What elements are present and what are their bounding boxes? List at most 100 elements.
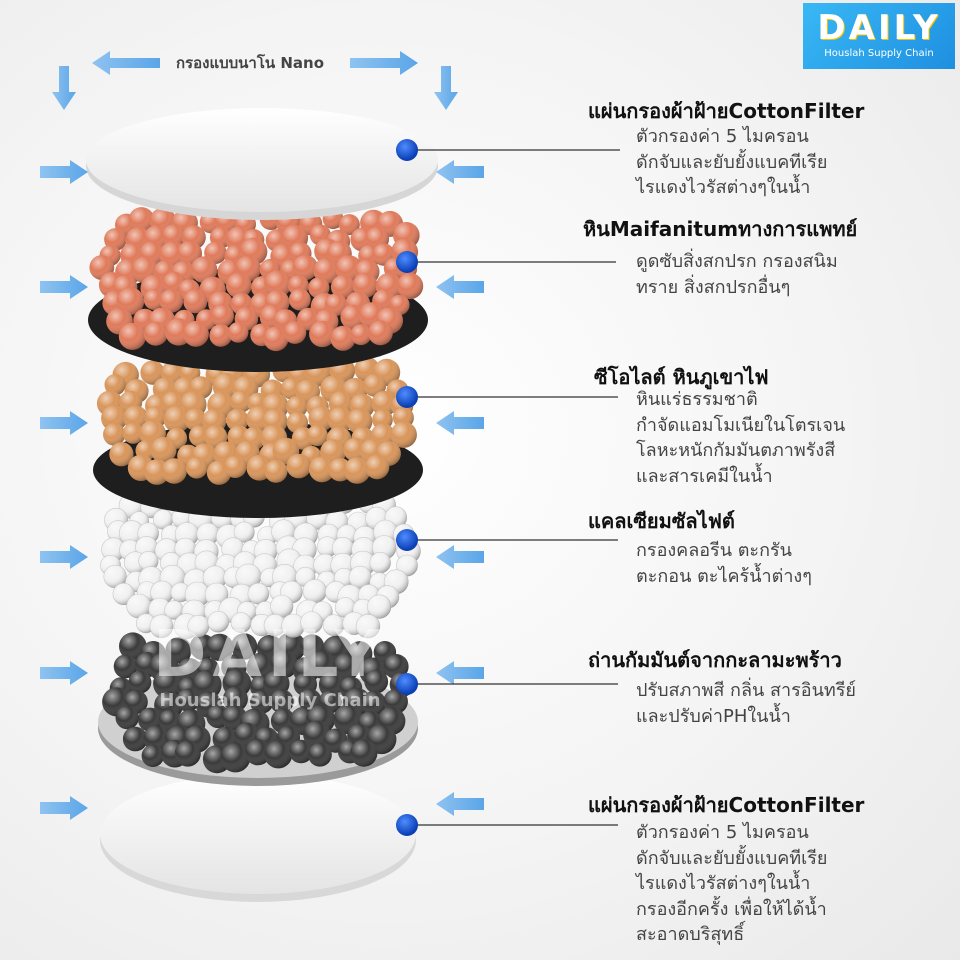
logo-subtitle: Houslah Supply Chain xyxy=(824,48,934,59)
filter-bead-shade xyxy=(128,207,155,233)
filter-bead-shade xyxy=(250,690,274,714)
filter-bead-shade xyxy=(122,422,144,444)
layer-title-cotton-top: แผ่นกรองผ้าฝ้ายCottonFilter xyxy=(588,99,865,123)
filter-bead-shade xyxy=(161,458,187,484)
layer-title-maifanitum: หินMaifanitumทางการแพทย์ xyxy=(583,217,858,241)
filter-bead-shade xyxy=(327,406,354,433)
filter-bead-shade xyxy=(306,424,328,446)
filter-bead-shade xyxy=(143,288,165,310)
filter-bead-shade xyxy=(369,552,391,574)
arrow-down-icon xyxy=(434,66,458,110)
filter-bead-shade xyxy=(308,405,334,432)
filter-bead-shade xyxy=(220,742,251,773)
filter-bead-shade xyxy=(118,322,146,350)
filter-bead-shade xyxy=(163,405,191,433)
filter-bead-shade xyxy=(371,390,397,417)
filter-bead-shade xyxy=(143,725,170,752)
filter-bead-shade xyxy=(323,614,345,636)
filter-bead-shade xyxy=(103,565,127,588)
filter-bead-shade xyxy=(343,457,371,484)
filter-bead-shade xyxy=(140,360,165,385)
filter-bead-shade xyxy=(364,454,390,480)
filter-bead-shade xyxy=(283,321,307,344)
arrow-right-icon xyxy=(350,51,418,75)
filter-bead-shade xyxy=(286,395,308,418)
filter-bead-shade xyxy=(159,289,184,313)
filter-bead-shade xyxy=(211,304,234,328)
callout-dot xyxy=(396,814,418,836)
filter-bead-shade xyxy=(292,254,318,281)
layer-desc-zeolite: หินแร่ธรรมชาติ กำจัดแอมโมเนียในโตรเจน โล… xyxy=(636,389,846,487)
filter-bead-shade xyxy=(226,408,249,432)
layer-zeolite xyxy=(93,356,423,518)
filter-bead-shade xyxy=(119,632,147,660)
filter-bead-shade xyxy=(263,326,289,352)
filter-bead-shade xyxy=(158,709,181,732)
layer-maifanitum xyxy=(88,207,428,372)
filter-bead-shade xyxy=(224,455,247,478)
filter-bead-shade xyxy=(150,436,177,463)
callout-dot xyxy=(396,529,418,551)
layer-desc-calcium-sulfite: กรองคลอรีน ตะกรัน ตะกอน ตะไคร้น้ำต่างๆ xyxy=(636,540,812,587)
layer-desc-cotton-bottom: ตัวกรองค่า 5 ไมครอน ดักจับและยับยั้งแบคท… xyxy=(636,822,828,945)
side-flow-arrows xyxy=(40,160,484,820)
arrow-left-icon xyxy=(92,51,160,75)
filter-bead-shade xyxy=(348,566,372,589)
filter-bead-shade xyxy=(289,739,313,764)
filter-bead-shade xyxy=(264,270,292,298)
arrow-left-icon xyxy=(436,411,484,435)
filter-bead-shade xyxy=(196,523,219,545)
filter-bead-shade xyxy=(153,668,183,699)
layer-title-zeolite: ซีโอไลต์ หินภูเขาไฟ xyxy=(594,365,769,389)
filter-bead-shade xyxy=(270,595,294,618)
layer-title-calcium-sulfite: แคลเซียมซัลไฟต์ xyxy=(588,509,735,533)
filter-bead-shade xyxy=(183,289,208,314)
filter-bead-shade xyxy=(150,580,174,604)
filter-bead-shade xyxy=(230,390,253,413)
filter-bead-shade xyxy=(340,304,366,330)
filter-bead-shade xyxy=(318,671,346,698)
filter-bead-shade xyxy=(138,551,159,571)
filter-bead-shade xyxy=(161,224,186,249)
filter-bead-shade xyxy=(264,459,288,483)
filter-bead-shade xyxy=(149,614,174,638)
filter-bead-shade xyxy=(308,650,337,679)
arrow-right-icon xyxy=(40,545,88,569)
filter-bead-shade xyxy=(141,744,164,767)
filter-bead-shade xyxy=(303,579,327,603)
filter-bead-shade xyxy=(226,272,252,299)
filter-bead-shade xyxy=(128,670,152,694)
arrow-left-icon xyxy=(436,792,484,816)
filter-bead-shade xyxy=(227,322,249,343)
filter-bead-shade xyxy=(317,536,338,557)
filter-bead-shade xyxy=(143,321,168,346)
filter-bead-shade xyxy=(281,614,305,638)
filter-bead-shade xyxy=(308,456,335,483)
filter-bead-shade xyxy=(313,553,336,577)
filter-bead-shade xyxy=(206,633,234,662)
filter-bead-shade xyxy=(188,425,211,447)
layer-carbon xyxy=(98,632,418,786)
callouts xyxy=(396,139,620,836)
filter-bead-shade xyxy=(288,288,311,311)
callout-dot xyxy=(396,673,418,695)
filter-bead-shade xyxy=(185,457,208,479)
arrow-right-icon xyxy=(40,160,88,184)
logo-text: DAILY xyxy=(817,8,941,48)
filter-bead-shade xyxy=(363,373,387,397)
filter-bead-shade xyxy=(207,611,229,633)
filter-bead-shade xyxy=(269,689,294,714)
filter-bead-shade xyxy=(116,287,145,315)
layer-title-carbon: ถ่านกัมมันต์จากกะลามะพร้าว xyxy=(588,648,842,672)
filter-bead-shade xyxy=(148,598,171,620)
filter-bead-shade xyxy=(205,583,229,606)
filter-bead-shade xyxy=(300,611,323,634)
callout-dot xyxy=(396,251,418,273)
filter-bead-shade xyxy=(230,633,258,660)
filter-bead-shade xyxy=(309,320,336,348)
filter-bead-shade xyxy=(174,740,201,767)
filter-bead-shade xyxy=(361,690,387,716)
filter-bead-shade xyxy=(119,520,145,546)
filter-bead-shade xyxy=(364,669,389,694)
